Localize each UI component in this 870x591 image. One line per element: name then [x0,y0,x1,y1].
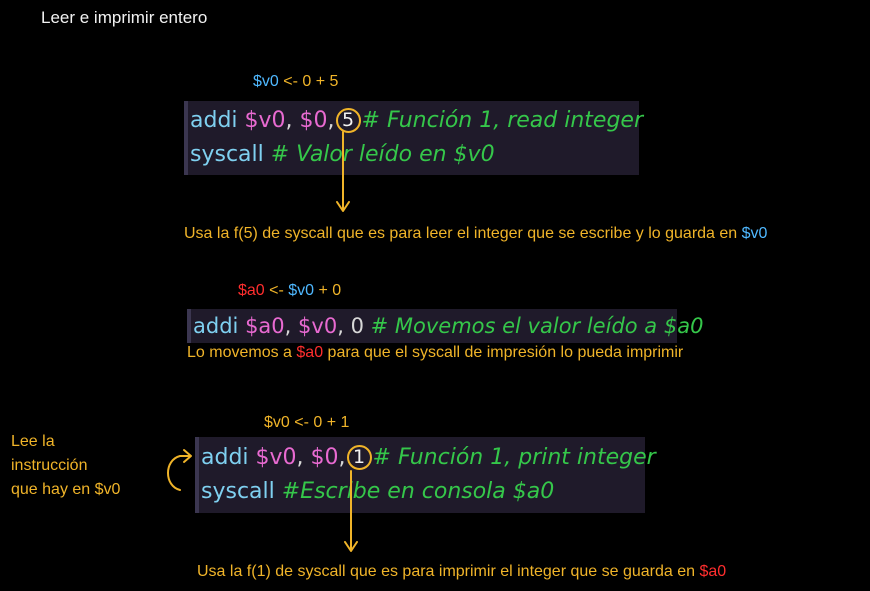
note-move: Lo movemos a $a0 para que el syscall de … [187,344,683,362]
keyword: addi [201,445,249,470]
formula-arrow: <- [264,282,289,299]
register: $a0 [245,314,285,338]
code-comment: # Función 1, read integer [361,108,643,133]
side-note-line: instrucción [11,457,88,474]
note-text: Usa la f(1) de syscall que es para impri… [197,563,700,580]
curved-bracket-arrow-icon [167,449,192,491]
formula-v0-5: $v0 <- 0 + 5 [253,73,338,91]
note-text: Usa la f(5) de syscall que es para leer … [184,225,742,242]
arrow-down-icon [336,131,350,212]
register: $0 [299,108,328,133]
keyword: syscall [201,479,275,504]
immediate: 0 [350,314,364,338]
code-block-read: addi $v0, $0,5# Función 1, read integer … [184,101,643,175]
formula-register: $a0 [238,282,265,299]
code-line-syscall: syscall # Valor leído en $v0 [184,138,639,172]
code-comment: # Movemos el valor leído a $a0 [370,314,704,338]
code-block-move: addi $a0, $v0, 0 # Movemos el valor leíd… [187,309,703,343]
comma: , [284,314,292,338]
note-register: $a0 [699,563,727,580]
comma: , [327,108,335,133]
note-text: Lo movemos a [187,344,297,361]
comma: , [337,314,344,338]
code-line-addi: addi $a0, $v0, 0 # Movemos el valor leíd… [187,309,703,343]
immediate-circled: 1 [346,445,372,470]
note-register: $v0 [741,225,768,242]
register: $v0 [298,314,338,338]
note-print: Usa la f(1) de syscall que es para impri… [197,563,726,581]
note-text: para que el syscall de impresión lo pued… [323,344,684,361]
comma: , [296,445,304,470]
code-comment: # Función 1, print integer [372,445,656,470]
register: $0 [310,445,339,470]
page-title: Leer e imprimir entero [41,8,208,27]
code-line-addi: addi $v0, $0,5# Función 1, read integer [184,104,643,138]
code-line-syscall: syscall #Escribe en consola $a0 [195,475,645,509]
formula-expression: + 0 [314,282,342,299]
note-read: Usa la f(5) de syscall que es para leer … [184,225,767,243]
note-register: $a0 [296,344,324,361]
code-block-print: addi $v0, $0,1# Función 1, print integer… [195,437,656,513]
code-comment: #Escribe en consola $a0 [281,479,555,504]
arrow-down-icon [344,470,358,552]
side-note-line: que hay en $v0 [11,481,121,498]
code-comment: # Valor leído en $v0 [270,142,495,167]
register: $v0 [244,108,286,133]
code-line-addi: addi $v0, $0,1# Función 1, print integer [195,441,656,475]
keyword: addi [190,108,238,133]
formula-register: $v0 [288,282,315,299]
immediate-circled: 5 [335,108,361,133]
formula-expression: <- 0 + 5 [278,73,339,90]
formula-v0-1: $v0 <- 0 + 1 [264,414,350,431]
keyword: addi [193,314,239,338]
formula-a0-v0: $a0 <- $v0 + 0 [238,282,341,300]
formula-register: $v0 [253,73,279,90]
keyword: syscall [190,142,264,167]
register: $v0 [255,445,297,470]
comma: , [285,108,293,133]
side-note: Lee la instrucción que hay en $v0 [11,430,120,502]
side-note-line: Lee la [11,433,55,450]
comma: , [338,445,346,470]
